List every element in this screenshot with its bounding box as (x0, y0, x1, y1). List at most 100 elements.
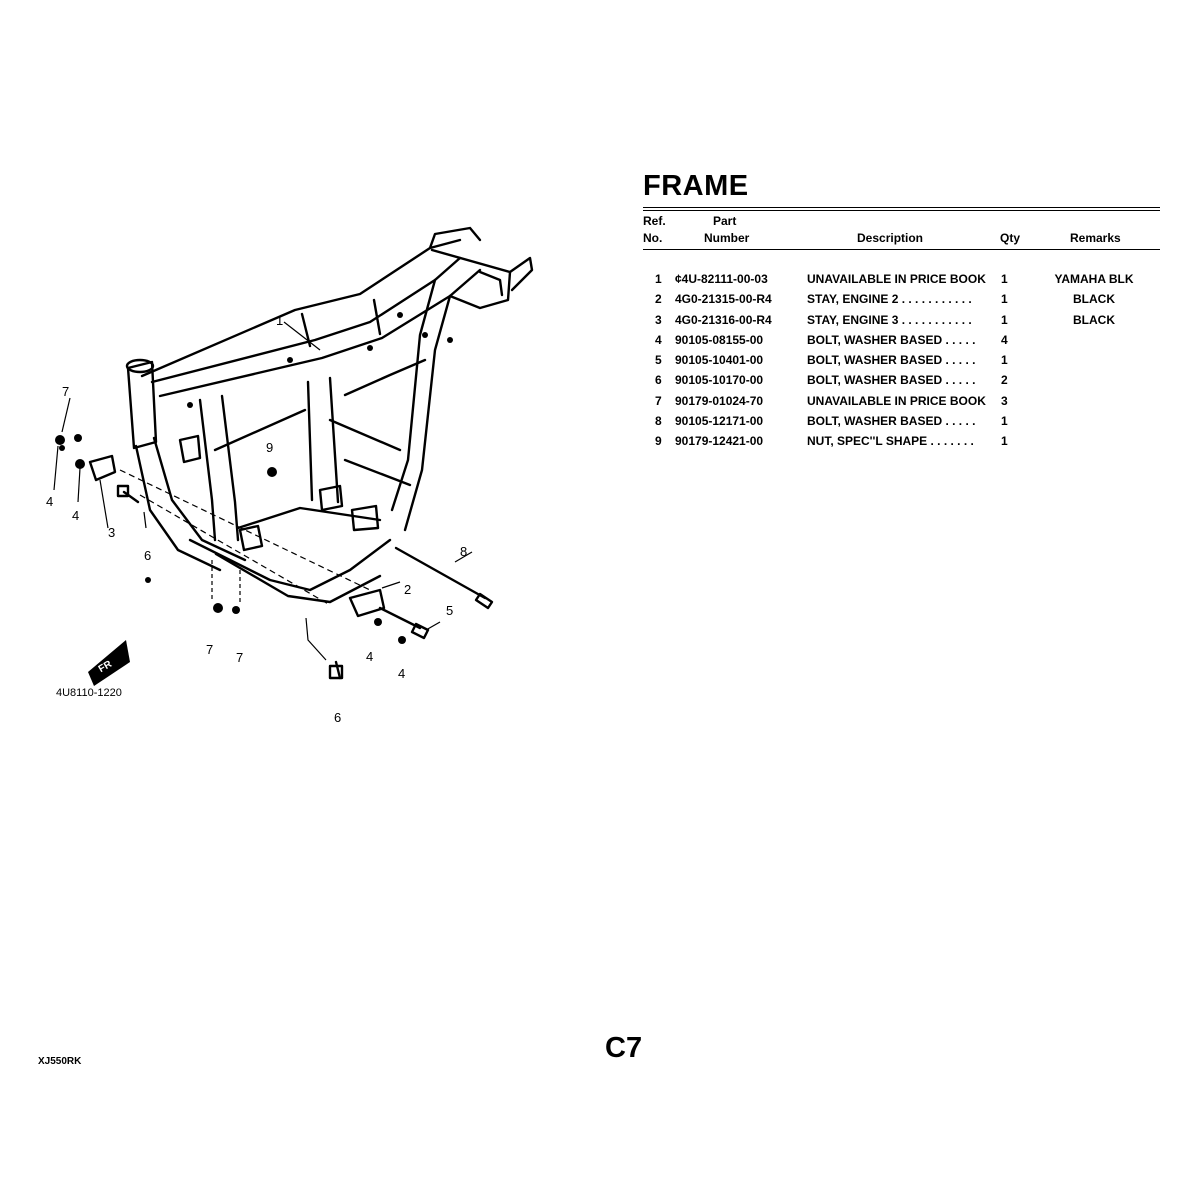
callout-4-left-outer: 4 (46, 494, 53, 509)
bolt-4-right-lower (398, 636, 406, 644)
row-description: UNAVAILABLE IN PRICE BOOK (807, 393, 986, 408)
row-qty: 1 (1001, 414, 1008, 429)
callout-6-bottom: 6 (334, 710, 341, 725)
callout-1: 1 (276, 313, 283, 328)
table-row: 8 90105-12171-00 BOLT, WASHER BASED . . … (643, 414, 1160, 434)
frame-exploded-diagram: 1 2 3 4 4 4 4 5 6 6 7 7 7 8 9 FR 4U8110-… (46, 226, 534, 725)
table-header-row-bottom: No. Number Description Qty Remarks (643, 231, 1160, 248)
top-rail-left (150, 256, 462, 384)
callout-7-left: 7 (62, 384, 69, 399)
row-ref: 6 (655, 373, 662, 388)
model-code: XJ550RK (38, 1056, 82, 1067)
rear-down-tube-left (390, 278, 437, 512)
steering-head-top (125, 358, 155, 374)
callout-3: 3 (108, 525, 115, 540)
row-part-number: 90105-10170-00 (675, 373, 764, 388)
header-number: Number (704, 231, 750, 245)
nut-7-left (55, 435, 65, 445)
table-row: 7 90179-01024-70 UNAVAILABLE IN PRICE BO… (643, 394, 1160, 414)
header-ref: Ref. (643, 214, 666, 228)
table-row: 5 90105-10401-00 BOLT, WASHER BASED . . … (643, 353, 1160, 373)
table-row: 9 90179-12421-00 NUT, SPEC''L SHAPE . . … (643, 434, 1160, 454)
nut-7-bottom-right (232, 606, 240, 614)
header-description: Description (857, 231, 924, 245)
header-qty: Qty (1000, 231, 1021, 245)
row-part-number: 90105-12171-00 (675, 414, 764, 429)
row-part-number: 4G0-21316-00-R4 (675, 312, 772, 327)
row-part-number: 4G0-21315-00-R4 (675, 292, 772, 307)
callout-8: 8 (460, 544, 467, 559)
long-bolt-8 (394, 546, 487, 600)
row-description: STAY, ENGINE 3 . . . . . . . . . . . (807, 312, 972, 327)
row-remarks: BLACK (1073, 292, 1115, 307)
row-qty: 1 (1001, 353, 1008, 368)
table-body: 1 ¢4U-82111-00-03 UNAVAILABLE IN PRICE B… (643, 272, 1160, 455)
row-description: STAY, ENGINE 2 . . . . . . . . . . . (807, 292, 972, 307)
row-description: BOLT, WASHER BASED . . . . . (807, 353, 976, 368)
row-description: BOLT, WASHER BASED . . . . . (807, 332, 976, 347)
page-code: C7 (605, 1032, 643, 1064)
front-down-tube-left (134, 444, 222, 572)
cradle-bottom-right (214, 552, 382, 604)
row-ref: 5 (655, 353, 662, 368)
callout-2: 2 (404, 582, 411, 597)
row-qty: 1 (1001, 272, 1008, 286)
nut-9 (267, 467, 277, 477)
table-row: 4 90105-08155-00 BOLT, WASHER BASED . . … (643, 333, 1160, 353)
rear-down-tube-right (403, 294, 452, 532)
row-qty: 2 (1001, 373, 1008, 388)
callout-6-left: 6 (144, 548, 151, 563)
table-row: 2 4G0-21315-00-R4 STAY, ENGINE 2 . . . .… (643, 292, 1160, 312)
row-part-number: 90105-08155-00 (675, 332, 764, 347)
rear-subframe (430, 248, 512, 310)
section-title: FRAME (643, 170, 749, 202)
row-part-number: ¢4U-82111-00-03 (675, 272, 768, 286)
row-description: UNAVAILABLE IN PRICE BOOK (807, 272, 986, 286)
callout-4-left-inner: 4 (72, 508, 79, 523)
row-remarks: BLACK (1073, 312, 1115, 327)
parts-table: Ref. Part No. Number Description Qty Rem… (643, 214, 1160, 448)
callout-4-right-lower: 4 (398, 666, 405, 681)
title-rule-bottom (643, 210, 1160, 211)
fr-badge: FR (88, 640, 130, 686)
bolt-4-right-upper (374, 618, 382, 626)
row-part-number: 90105-10401-00 (675, 353, 764, 368)
row-ref: 2 (655, 292, 662, 307)
header-remarks: Remarks (1070, 231, 1121, 245)
row-qty: 1 (1001, 292, 1008, 307)
callout-7-bottom-right: 7 (236, 650, 243, 665)
row-ref: 1 (655, 272, 662, 286)
row-remarks: YAMAHA BLK (1054, 272, 1134, 286)
drawing-code: 4U8110-1220 (56, 687, 122, 699)
header-rule (643, 249, 1160, 250)
row-description: NUT, SPEC''L SHAPE . . . . . . . (807, 434, 974, 449)
title-rule-top (643, 207, 1160, 208)
row-description: BOLT, WASHER BASED . . . . . (807, 373, 976, 388)
row-qty: 4 (1001, 332, 1008, 347)
upper-rail (140, 238, 462, 378)
callout-9: 9 (266, 440, 273, 455)
row-ref: 7 (655, 393, 662, 408)
row-ref: 8 (655, 414, 662, 429)
row-part-number: 90179-12421-00 (675, 434, 764, 449)
callout-5: 5 (446, 603, 453, 618)
row-qty: 3 (1001, 393, 1008, 408)
row-ref: 4 (655, 332, 662, 347)
stay-engine-2 (348, 588, 386, 618)
row-ref: 9 (655, 434, 662, 449)
header-part: Part (713, 214, 737, 228)
row-part-number: 90179-01024-70 (675, 393, 764, 408)
callout-7-bottom-left: 7 (206, 642, 213, 657)
front-down-tube-right (152, 436, 247, 562)
table-row: 3 4G0-21316-00-R4 STAY, ENGINE 3 . . . .… (643, 313, 1160, 333)
row-description: BOLT, WASHER BASED . . . . . (807, 414, 976, 429)
cradle-bottom-left (188, 538, 392, 592)
stay-engine-3 (88, 454, 117, 482)
callout-4-right-upper: 4 (366, 649, 373, 664)
table-header-row-top: Ref. Part (643, 214, 1160, 231)
header-no: No. (643, 231, 663, 245)
top-rail-right (158, 268, 482, 398)
row-ref: 3 (655, 312, 662, 327)
row-qty: 1 (1001, 434, 1008, 449)
table-row: 6 90105-10170-00 BOLT, WASHER BASED . . … (643, 373, 1160, 393)
